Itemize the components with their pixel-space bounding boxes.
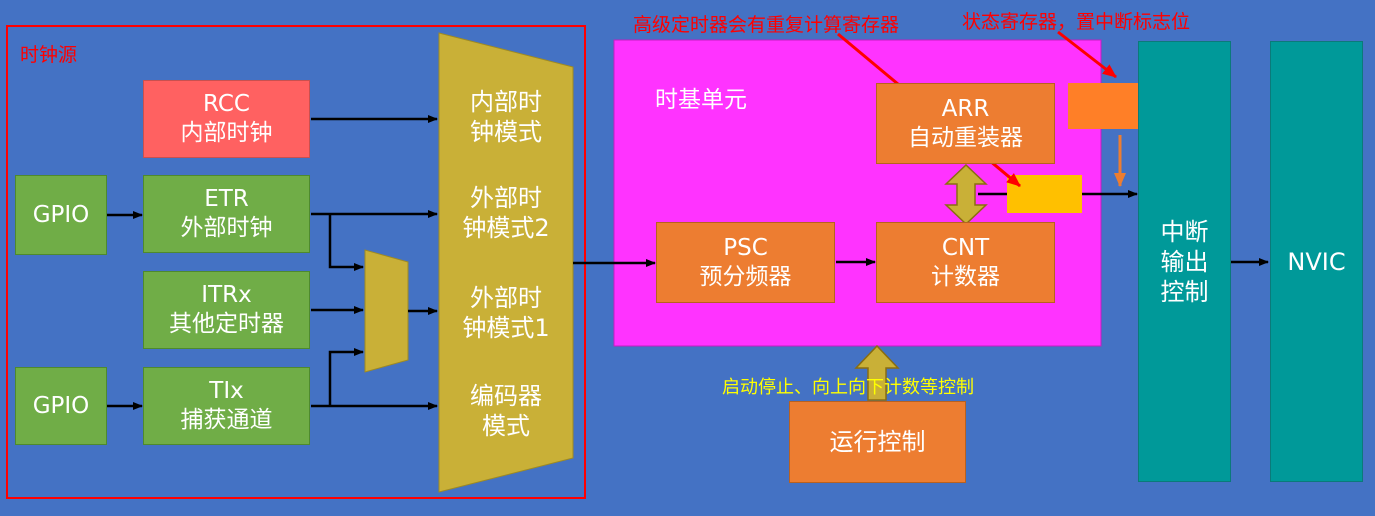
interrupt-line3: 控制 bbox=[1160, 277, 1209, 306]
cnt-counter-box: CNT 计数器 bbox=[876, 222, 1055, 303]
mode-internal-line1: 内部时 bbox=[470, 88, 542, 116]
advanced-timer-annotation: 高级定时器会有重复计算寄存器 bbox=[633, 14, 900, 36]
cnt-label: CNT bbox=[941, 234, 990, 261]
mode-internal-clock: 内部时 钟模式 bbox=[439, 82, 573, 152]
arr-label: ARR bbox=[941, 95, 990, 122]
gpio-box-2: GPIO bbox=[15, 367, 107, 445]
mode-encoder: 编码器 模式 bbox=[439, 376, 573, 446]
mode-external2-line2: 钟模式2 bbox=[462, 214, 550, 242]
interrupt-line1: 中断 bbox=[1160, 217, 1209, 246]
psc-sublabel: 预分频器 bbox=[699, 263, 792, 290]
rcc-sublabel: 内部时钟 bbox=[180, 120, 273, 146]
tix-capture-channel-box: TIx 捕获通道 bbox=[143, 367, 310, 445]
time-base-label: 时基单元 bbox=[655, 87, 747, 113]
mode-external2-line1: 外部时 bbox=[470, 184, 542, 212]
gpio-box-1: GPIO bbox=[15, 175, 107, 255]
etr-external-clock-box: ETR 外部时钟 bbox=[143, 175, 310, 253]
status-register-annotation: 状态寄存器，置中断标志位 bbox=[962, 11, 1191, 33]
psc-label: PSC bbox=[723, 234, 768, 261]
tix-label: TIx bbox=[209, 378, 244, 405]
mode-external-clock-2: 外部时 钟模式2 bbox=[439, 178, 573, 248]
nvic-label: NVIC bbox=[1287, 247, 1346, 276]
update-event-block bbox=[1007, 175, 1082, 213]
small-mux bbox=[364, 249, 409, 373]
mode-external1-line2: 钟模式1 bbox=[462, 314, 550, 342]
clock-source-label: 时钟源 bbox=[20, 44, 78, 66]
nvic-box: NVIC bbox=[1270, 41, 1363, 482]
run-control-up-arrow bbox=[854, 344, 900, 401]
rcc-label: RCC bbox=[203, 91, 250, 118]
mode-external1-line1: 外部时 bbox=[470, 284, 542, 312]
run-control-label: 运行控制 bbox=[829, 428, 926, 456]
gpio-label-1: GPIO bbox=[32, 201, 90, 228]
psc-prescaler-box: PSC 预分频器 bbox=[656, 222, 835, 303]
mode-encoder-line2: 模式 bbox=[482, 412, 530, 440]
itrx-label: ITRx bbox=[201, 282, 252, 309]
interrupt-line2: 输出 bbox=[1160, 247, 1209, 276]
mode-encoder-line1: 编码器 bbox=[470, 382, 542, 410]
mode-select-mux bbox=[438, 32, 574, 493]
mode-internal-line2: 钟模式 bbox=[470, 118, 542, 146]
interrupt-output-control: 中断 输出 控制 bbox=[1138, 41, 1231, 482]
etr-sublabel: 外部时钟 bbox=[180, 215, 273, 241]
tix-sublabel: 捕获通道 bbox=[180, 407, 273, 433]
gpio-label-2: GPIO bbox=[32, 392, 90, 419]
itrx-other-timer-box: ITRx 其他定时器 bbox=[143, 271, 310, 349]
etr-label: ETR bbox=[204, 186, 249, 213]
arr-auto-reload-box: ARR 自动重装器 bbox=[876, 83, 1055, 164]
run-control-box: 运行控制 bbox=[789, 401, 966, 483]
cnt-sublabel: 计数器 bbox=[931, 263, 1000, 290]
itrx-sublabel: 其他定时器 bbox=[169, 311, 284, 337]
mode-external-clock-1: 外部时 钟模式1 bbox=[439, 278, 573, 348]
arr-sublabel: 自动重装器 bbox=[908, 124, 1023, 151]
rcc-internal-clock-box: RCC 内部时钟 bbox=[143, 80, 310, 158]
run-control-hint: 启动停止、向上向下计数等控制 bbox=[722, 377, 974, 398]
